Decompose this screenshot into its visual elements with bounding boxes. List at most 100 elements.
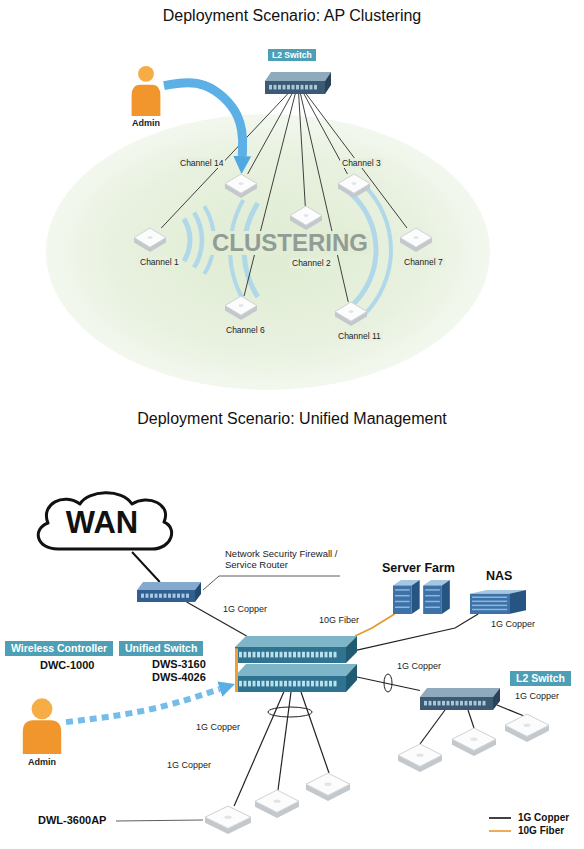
device-icon	[137, 582, 201, 602]
radio-wave	[182, 217, 193, 262]
switch-front	[235, 676, 346, 692]
ap-top	[290, 206, 322, 225]
switch-port	[253, 652, 256, 658]
switch-port	[269, 85, 272, 90]
switch-top	[235, 664, 357, 676]
person-head	[32, 698, 53, 719]
switch-port	[155, 594, 158, 598]
legend-entry: 10G Fiber	[488, 825, 564, 837]
ap-led	[523, 724, 530, 727]
cable-label: 1G Copper	[166, 760, 212, 771]
access-arrow	[164, 83, 243, 156]
switch-unit	[235, 636, 357, 663]
switch-side	[325, 72, 331, 94]
switch-port	[483, 701, 486, 706]
channel-label: Channel 3	[340, 158, 383, 168]
model-label: DWL-3600AP	[38, 814, 106, 827]
firewall-device: Network Security Firewall / Service Rout…	[137, 582, 201, 602]
access-point-icon	[255, 790, 299, 818]
ap-led	[351, 182, 356, 185]
switch-port	[262, 652, 265, 658]
legend-line-sample	[489, 830, 511, 832]
switch-port	[159, 594, 162, 598]
switch-port	[316, 652, 319, 658]
switch-device: L2 Switch	[265, 72, 331, 94]
server-side	[509, 590, 526, 614]
server-slot	[395, 601, 410, 603]
ap-top	[306, 773, 350, 795]
switch-port	[316, 681, 319, 687]
ap-top	[225, 296, 257, 315]
switch-port	[433, 701, 436, 706]
ap-top	[225, 174, 257, 193]
switch-port	[307, 681, 310, 687]
device-tag: L2 Switch	[268, 49, 316, 61]
ap-top	[205, 806, 251, 828]
switch-port	[334, 652, 337, 658]
cable-line	[497, 705, 524, 716]
ap-led	[273, 800, 280, 803]
server-front	[393, 585, 412, 614]
switch-port	[248, 681, 251, 687]
ap-led	[238, 304, 243, 307]
channel-label: Channel 7	[402, 257, 445, 267]
server-slot	[425, 607, 440, 609]
access-point: Channel 6	[225, 296, 257, 320]
switch-port	[271, 652, 274, 658]
switch-port	[465, 701, 468, 706]
device-label: NAS	[486, 569, 512, 584]
server-slot	[395, 589, 410, 591]
device-icon	[420, 688, 500, 710]
switch-port	[460, 701, 463, 706]
switch-stack: Wireless ControllerUnified SwitchDWC-100…	[235, 636, 357, 692]
nas-device: NAS	[470, 590, 526, 614]
switch-top	[420, 688, 500, 697]
switch-port	[274, 85, 277, 90]
cable-label: 1G Copper	[222, 604, 268, 615]
server-side	[412, 580, 420, 614]
switch-port	[168, 594, 171, 598]
legend-entry: 1G Copper	[488, 812, 569, 824]
ap-top	[505, 714, 549, 736]
switch-port	[307, 652, 310, 658]
watermark-label: CLUSTERING	[209, 231, 371, 255]
switch-port	[320, 681, 323, 687]
ap-led	[348, 310, 353, 313]
cable-line	[244, 94, 295, 296]
switch-side	[195, 582, 201, 602]
switch-side	[493, 688, 500, 710]
switch-port	[262, 681, 265, 687]
device-label: Network Security Firewall / Service Rout…	[225, 548, 350, 571]
cable-label: 1G Copper	[514, 691, 560, 702]
cable-line	[301, 94, 349, 302]
channel-label: Channel 6	[224, 325, 267, 335]
access-arrow	[66, 689, 220, 722]
device-icon	[134, 228, 166, 252]
model-label: DWC-1000	[40, 659, 94, 672]
role-label: Admin	[28, 757, 56, 768]
switch-port	[248, 652, 251, 658]
device-icon	[225, 296, 257, 320]
section-title: Deployment Scenario: AP Clustering	[0, 6, 584, 25]
switch-port	[244, 652, 247, 658]
ap-top	[452, 728, 496, 750]
switch-port	[280, 652, 283, 658]
switch-port	[296, 85, 299, 90]
switch-port	[478, 701, 481, 706]
server-slot	[472, 605, 507, 607]
switch-port	[150, 594, 153, 598]
ap-top	[134, 228, 166, 247]
server-slot	[472, 596, 507, 598]
admin-figure: Admin	[18, 696, 66, 754]
model-label: DWS-3160 DWS-4026	[152, 658, 212, 684]
switch-port	[301, 85, 304, 90]
switch-port	[429, 701, 432, 706]
server-slot	[425, 595, 440, 597]
role-label: Admin	[132, 118, 160, 129]
switch-port	[325, 681, 328, 687]
section-title: Deployment Scenario: Unified Management	[0, 409, 584, 428]
switch-port	[456, 701, 459, 706]
switch-device: L2 Switch	[420, 688, 500, 710]
switch-port	[293, 681, 296, 687]
server-front	[423, 585, 442, 614]
